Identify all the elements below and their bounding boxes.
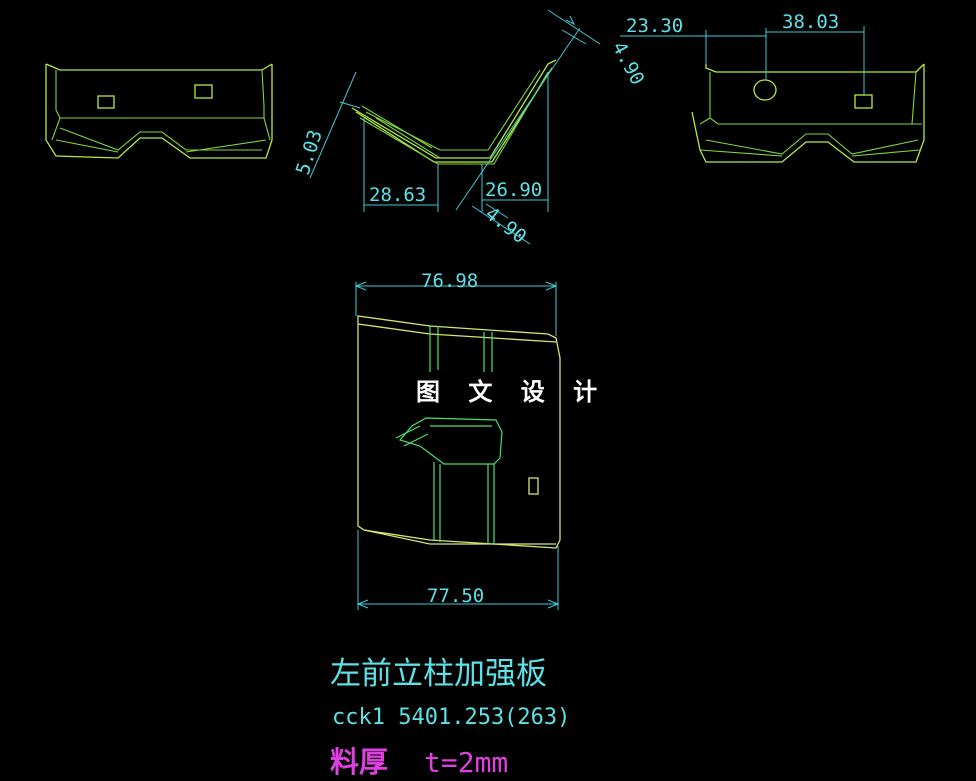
left-side-view bbox=[45, 63, 273, 159]
part-code: cck1 5401.253(263) bbox=[332, 705, 570, 730]
dim-top-right-width: 38.03 bbox=[782, 11, 839, 33]
dim-top-left-width: 23.30 bbox=[626, 15, 683, 37]
part-name: 左前立柱加强板 bbox=[330, 656, 547, 692]
dim-section-depth-right: 4.90 bbox=[608, 38, 649, 89]
dim-flat-top-width: 76.98 bbox=[421, 270, 478, 292]
title-block: 左前立柱加强板 cck1 5401.253(263) 料厚 t=2mm bbox=[330, 656, 570, 779]
dim-section-bottom-left: 28.63 bbox=[369, 184, 426, 206]
thickness-value: t=2mm bbox=[424, 746, 508, 779]
flat-blank-view: 76.98 77.50 bbox=[354, 270, 561, 610]
thickness-label: 料厚 bbox=[330, 745, 388, 779]
dim-section-depth-lower: 4.90 bbox=[481, 203, 531, 249]
cross-section-view: 4.90 5.03 28.63 26.90 4.90 bbox=[292, 9, 649, 249]
watermark-text: 图 文 设 计 bbox=[416, 378, 607, 406]
dim-flat-bottom-width: 77.50 bbox=[427, 585, 484, 607]
right-side-view: 23.30 38.03 bbox=[620, 11, 925, 163]
dim-section-bottom-right: 26.90 bbox=[485, 179, 542, 201]
